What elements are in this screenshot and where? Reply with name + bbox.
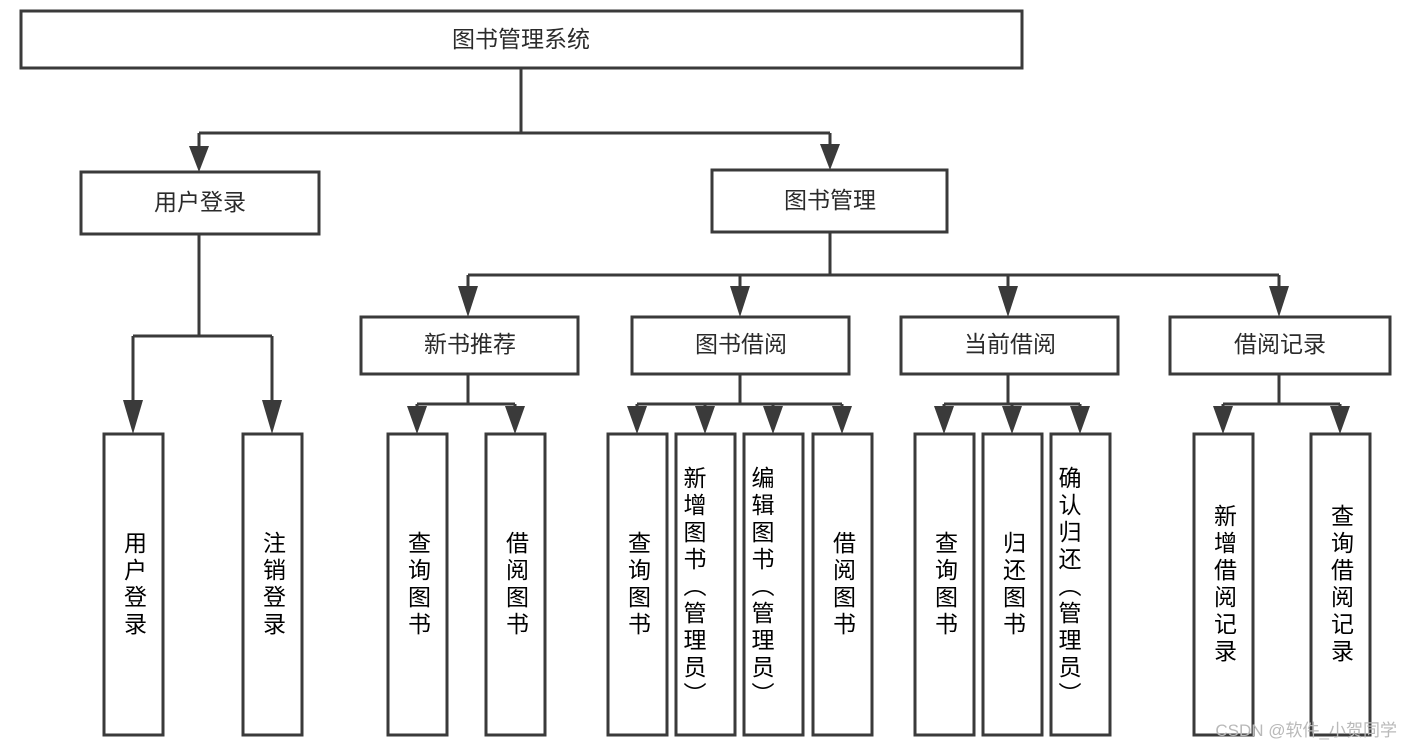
csdn-watermark: CSDN @软件_小贺同学 (1215, 721, 1397, 740)
node-leaf-borrow-book-1-label: 借阅图书 (502, 530, 529, 639)
node-leaf-borrow-book-2-label: 借阅图书 (829, 530, 856, 639)
arrow-head-new-book-recommend (458, 286, 478, 317)
arrow-head-current-borrow (998, 286, 1018, 317)
node-leaf-add-book-label: 新增图书（管理员） (680, 466, 706, 709)
node-leaf-logout-label: 注销登录 (259, 530, 286, 639)
node-root-box[interactable] (19, 9, 1024, 70)
node-user-login-box[interactable] (79, 170, 321, 236)
node-leaf-return-book[interactable]: 归还图书 (981, 432, 1044, 737)
arrow-head-leaf-confirm-return (1070, 406, 1090, 434)
node-leaf-add-record[interactable]: 新增借阅记录 (1192, 432, 1255, 737)
node-leaf-logout-box[interactable] (241, 432, 304, 737)
node-leaf-add-record-box[interactable] (1192, 432, 1255, 737)
node-leaf-edit-book-box[interactable] (742, 432, 805, 737)
arrow-head-leaf-edit-book (763, 406, 783, 434)
node-leaf-query-book-3[interactable]: 查询图书 (913, 432, 976, 737)
arrow-head-leaf-query-book-3 (934, 406, 954, 434)
node-leaf-edit-book-label: 编辑图书（管理员） (748, 466, 774, 709)
arrow-head-leaf-add-record (1213, 406, 1233, 434)
node-root-book-management-system[interactable]: 图书管理系统 (19, 9, 1024, 70)
arrow-head-leaf-user-login (123, 400, 143, 434)
node-borrow-record-label: 借阅记录 (1234, 331, 1326, 357)
node-leaf-user-login-box[interactable] (102, 432, 165, 737)
node-new-book-recommend-label: 新书推荐 (424, 331, 516, 357)
node-leaf-query-book-3-box[interactable] (913, 432, 976, 737)
node-leaf-query-book-3-label: 查询图书 (931, 530, 958, 639)
node-leaf-query-book-2-label: 查询图书 (624, 530, 651, 639)
node-book-borrow-label: 图书借阅 (695, 331, 787, 357)
node-leaf-add-book[interactable]: 新增图书（管理员） (674, 432, 737, 737)
node-book-management-box[interactable] (710, 168, 949, 234)
node-current-borrow[interactable]: 当前借阅 (899, 315, 1120, 376)
node-leaf-query-book-1-box[interactable] (386, 432, 449, 737)
arrow-head-user-login (189, 146, 209, 172)
node-root-label: 图书管理系统 (452, 26, 590, 52)
node-leaf-query-record[interactable]: 查询借阅记录 (1309, 432, 1372, 737)
arrow-head-leaf-query-record (1330, 406, 1350, 434)
node-leaf-return-book-label: 归还图书 (999, 530, 1026, 639)
arrow-head-leaf-query-book-1 (407, 406, 427, 434)
node-leaf-add-record-label: 新增借阅记录 (1210, 503, 1237, 666)
node-leaf-edit-book[interactable]: 编辑图书（管理员） (742, 432, 805, 737)
node-current-borrow-label: 当前借阅 (964, 331, 1056, 357)
node-leaf-confirm-return-box[interactable] (1049, 432, 1112, 737)
node-leaf-borrow-book-1[interactable]: 借阅图书 (484, 432, 547, 737)
node-new-book-recommend-box[interactable] (359, 315, 580, 376)
node-leaf-query-record-box[interactable] (1309, 432, 1372, 737)
node-leaf-confirm-return-label: 确认归还（管理员） (1055, 466, 1081, 709)
node-leaf-confirm-return[interactable]: 确认归还（管理员） (1049, 432, 1112, 737)
arrow-head-leaf-borrow-book-1 (505, 406, 525, 434)
arrow-head-leaf-return-book (1002, 406, 1022, 434)
node-book-management[interactable]: 图书管理 (710, 168, 949, 234)
node-leaf-add-book-box[interactable] (674, 432, 737, 737)
arrow-head-leaf-logout (262, 400, 282, 434)
arrow-head-book-borrow (730, 286, 750, 317)
node-book-management-label: 图书管理 (784, 187, 876, 213)
node-new-book-recommend[interactable]: 新书推荐 (359, 315, 580, 376)
node-leaf-query-book-1-label: 查询图书 (404, 530, 431, 639)
arrow-head-leaf-query-book-2 (627, 406, 647, 434)
arrow-head-borrow-record (1269, 286, 1289, 317)
node-leaf-logout[interactable]: 注销登录 (241, 432, 304, 737)
arrow-head-book-management (820, 144, 840, 170)
node-user-login[interactable]: 用户登录 (79, 170, 321, 236)
arrow-head-leaf-add-book (695, 406, 715, 434)
node-borrow-record-box[interactable] (1168, 315, 1392, 376)
node-leaf-query-book-2-box[interactable] (606, 432, 669, 737)
node-leaf-return-book-box[interactable] (981, 432, 1044, 737)
node-leaf-query-book-2[interactable]: 查询图书 (606, 432, 669, 737)
node-borrow-record[interactable]: 借阅记录 (1168, 315, 1392, 376)
node-book-borrow[interactable]: 图书借阅 (630, 315, 851, 376)
node-leaf-user-login[interactable]: 用户登录 (102, 432, 165, 737)
node-user-login-label: 用户登录 (154, 189, 246, 215)
node-leaf-query-record-label: 查询借阅记录 (1327, 503, 1354, 666)
node-leaf-borrow-book-1-box[interactable] (484, 432, 547, 737)
arrow-head-leaf-borrow-book-2 (832, 406, 852, 434)
node-book-borrow-box[interactable] (630, 315, 851, 376)
node-leaf-borrow-book-2-box[interactable] (811, 432, 874, 737)
node-leaf-borrow-book-2[interactable]: 借阅图书 (811, 432, 874, 737)
node-leaf-query-book-1[interactable]: 查询图书 (386, 432, 449, 737)
node-leaf-user-login-label: 用户登录 (120, 530, 147, 639)
node-current-borrow-box[interactable] (899, 315, 1120, 376)
connector-layer (123, 68, 1350, 434)
